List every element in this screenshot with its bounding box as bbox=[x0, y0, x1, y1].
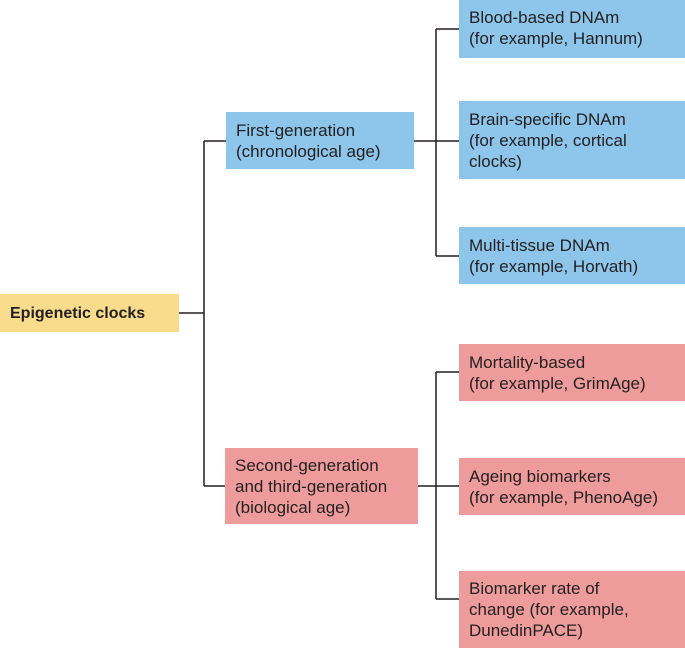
leaf-node-ageing-biomarkers: Ageing biomarkers (for example, PhenoAge… bbox=[459, 458, 685, 515]
mortality-line-2: (for example, GrimAge) bbox=[469, 373, 646, 393]
brain-specific-line-2: (for example, cortical bbox=[469, 130, 627, 150]
second-generation-node: Second-generation and third-generation (… bbox=[225, 448, 418, 524]
ageing-line-2: (for example, PhenoAge) bbox=[469, 487, 658, 507]
ageing-line-1: Ageing biomarkers bbox=[469, 466, 611, 486]
root-node-epigenetic-clocks: Epigenetic clocks bbox=[0, 294, 179, 332]
second-generation-line-1: Second-generation bbox=[235, 455, 379, 475]
blood-based-line-1: Blood-based DNAm bbox=[469, 8, 620, 27]
multi-tissue-line-1: Multi-tissue DNAm bbox=[469, 235, 610, 255]
blood-based-line-2: (for example, Hannum) bbox=[469, 29, 643, 48]
first-generation-line-2: (chronological age) bbox=[236, 141, 381, 161]
second-generation-line-3: (biological age) bbox=[235, 497, 351, 517]
first-generation-node: First-generation (chronological age) bbox=[226, 112, 414, 169]
root-node-label: Epigenetic clocks bbox=[10, 304, 146, 322]
second-generation-line-2: and third-generation bbox=[235, 476, 388, 496]
leaf-node-biomarker-rate-of-change: Biomarker rate of change (for example, D… bbox=[459, 571, 685, 648]
rate-line-2: change (for example, bbox=[469, 600, 629, 619]
leaf-node-blood-based-dnam: Blood-based DNAm (for example, Hannum) bbox=[459, 0, 685, 58]
mortality-line-1: Mortality-based bbox=[469, 352, 586, 372]
multi-tissue-line-2: (for example, Horvath) bbox=[469, 256, 639, 276]
leaf-node-brain-specific-dnam: Brain-specific DNAm (for example, cortic… bbox=[459, 101, 685, 179]
brain-specific-line-1: Brain-specific DNAm bbox=[469, 109, 626, 129]
leaf-node-multi-tissue-dnam: Multi-tissue DNAm (for example, Horvath) bbox=[459, 227, 685, 284]
rate-line-3: DunedinPACE) bbox=[469, 621, 584, 640]
leaf-node-mortality-based: Mortality-based (for example, GrimAge) bbox=[459, 344, 685, 401]
brain-specific-line-3: clocks) bbox=[469, 151, 522, 171]
rate-line-1: Biomarker rate of bbox=[469, 579, 600, 598]
first-generation-line-1: First-generation bbox=[236, 120, 356, 140]
